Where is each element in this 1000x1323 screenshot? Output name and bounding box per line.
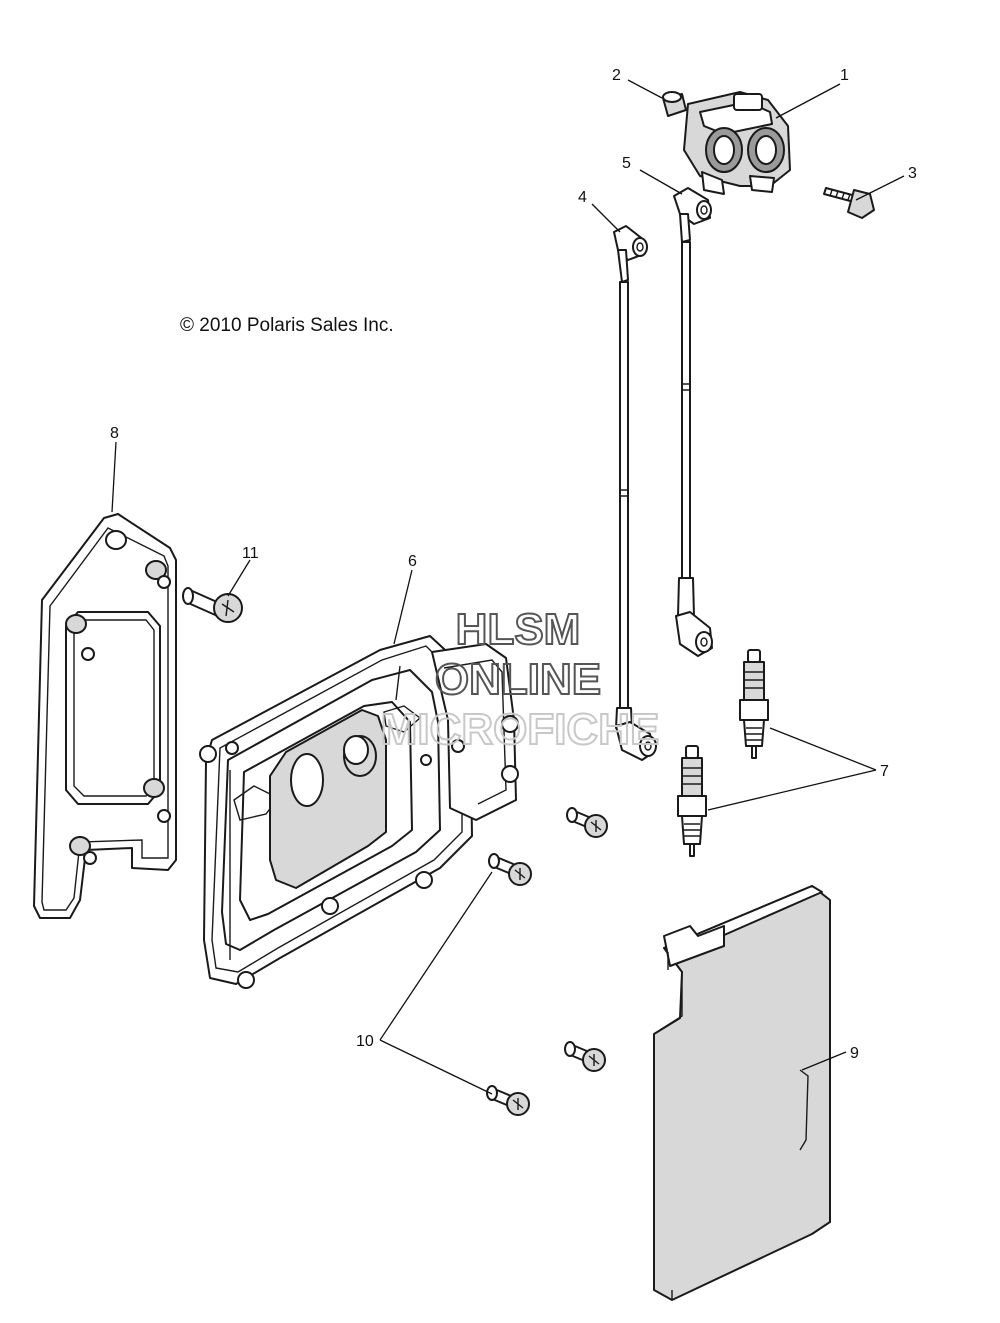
ecu-part-6 bbox=[199, 635, 519, 989]
watermark-line-2: ONLINE bbox=[435, 655, 601, 704]
callout-4: 4 bbox=[578, 189, 587, 206]
callout-5: 5 bbox=[622, 155, 631, 172]
watermark: HLSM ONLINE MICROFICHE bbox=[380, 604, 661, 755]
callout-labels: 2 1 3 4 5 6 7 8 9 10 11 bbox=[110, 67, 917, 1062]
cover-part-9 bbox=[653, 885, 831, 1301]
screw-middle-part-10 bbox=[488, 853, 532, 886]
mounting-bracket-part-8 bbox=[33, 513, 177, 919]
callout-6: 6 bbox=[408, 553, 417, 570]
screw-upper-part-10 bbox=[566, 807, 608, 838]
callout-9: 9 bbox=[850, 1045, 859, 1062]
copyright-text: © 2010 Polaris Sales Inc. bbox=[180, 315, 394, 336]
screw-bottom-part-10 bbox=[486, 1085, 530, 1116]
ignition-coil-part-1 bbox=[683, 91, 791, 195]
screw-low-part-10 bbox=[564, 1041, 606, 1072]
watermark-line-1: HLSM bbox=[456, 605, 581, 654]
callout-3: 3 bbox=[908, 165, 917, 182]
spark-plug-lower-part-7 bbox=[677, 745, 707, 857]
callout-10: 10 bbox=[356, 1033, 374, 1050]
bolt-part-3 bbox=[823, 187, 875, 219]
watermark-line-3: MICROFICHE bbox=[381, 705, 660, 754]
screw-part-11 bbox=[182, 587, 243, 623]
callout-1: 1 bbox=[840, 67, 849, 84]
spark-plug-upper-part-7 bbox=[739, 649, 769, 759]
leader-lines bbox=[111, 79, 905, 1095]
callout-2: 2 bbox=[612, 67, 621, 84]
spark-plug-wire-part-5 bbox=[673, 187, 713, 657]
callout-11: 11 bbox=[242, 545, 259, 562]
spacer-part-2 bbox=[662, 91, 687, 117]
spark-plug-wire-part-4 bbox=[613, 225, 657, 761]
callout-7: 7 bbox=[880, 763, 889, 780]
callout-8: 8 bbox=[110, 425, 119, 442]
